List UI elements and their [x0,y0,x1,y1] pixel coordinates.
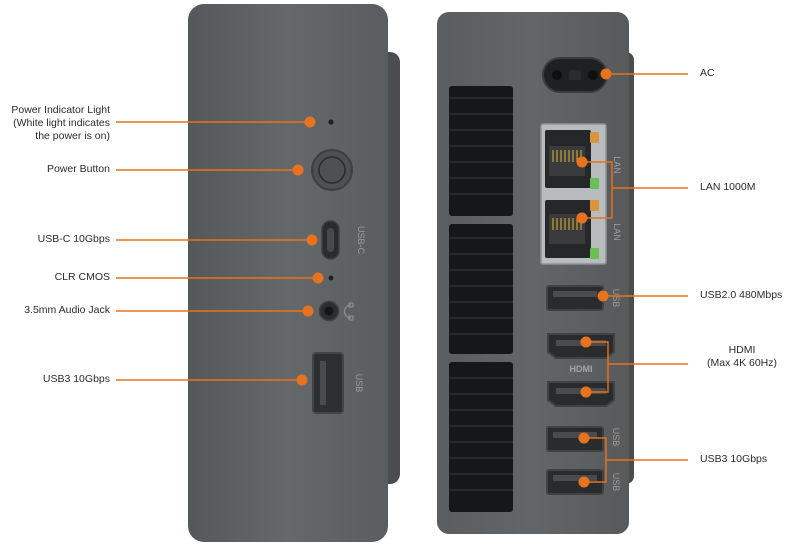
callout-dot-usb3-bottom [578,476,590,488]
front-usb-port [312,352,344,414]
label-usb2: USB2.0 480Mbps [700,289,783,301]
clr-cmos-hole [328,275,334,281]
lan-top-led-green [590,178,599,189]
label-power-led-line1: Power Indicator Light [11,104,110,116]
power-button-ring [318,156,346,184]
callout-dot-hdmi-top [580,336,592,348]
power-led [328,119,334,125]
callout-dot-hdmi-bottom [580,386,592,398]
vent-middle [449,224,513,354]
front-usb-tongue [320,361,326,405]
audio-jack-hole [324,306,334,316]
callout-dot-lan-bottom [576,212,588,224]
label-usb3-rear: USB3 10Gbps [700,453,768,465]
power-button[interactable] [311,149,353,191]
lan-top-marking: LAN [612,156,622,174]
usb3-top-marking: USB [611,428,621,447]
callout-dot-ac [600,68,612,80]
lan-block [540,123,607,265]
usbc-marking: USB-C [356,226,366,255]
callout-dot-clr-cmos [312,272,324,284]
callout-dot-usbc [306,234,318,246]
label-power-led: Power Indicator Light (White light indic… [11,104,110,143]
callout-dot-power-button [292,164,304,176]
front-chassis [188,4,388,542]
lan-top-led-amber [590,132,599,143]
usb2-marking: USB [611,289,621,308]
label-clr-cmos: CLR CMOS [54,271,110,283]
front-callouts [116,116,324,386]
label-audio-jack: 3.5mm Audio Jack [24,304,110,316]
lan-bottom-led-amber [590,200,599,211]
usb3-bottom-marking: USB [611,473,621,492]
usb3-port-top [546,426,604,452]
usb3-top-tongue [553,432,597,438]
hdmi-marking: HDMI [570,364,593,374]
usb2-tongue [553,291,597,297]
callout-dot-lan-top [576,156,588,168]
front-panel: USB-C USB [188,4,400,542]
callout-line-lan-bottom [582,188,613,219]
callout-dot-usb2 [597,290,609,302]
front-usb-marking: USB [354,374,364,393]
label-usbc: USB-C 10Gbps [37,233,110,245]
usbc-port-tongue [327,228,334,252]
vent-top [449,86,513,216]
label-power-led-line2: (White light indicates [13,117,110,129]
callout-dot-usb3-front [296,374,308,386]
label-hdmi-line2: (Max 4K 60Hz) [706,357,778,369]
label-ac: AC [700,67,715,79]
headphone-icon [343,302,354,321]
label-power-button: Power Button [46,163,110,175]
lan-bottom-led-green [590,248,599,259]
callout-line-hdmi-top [586,341,609,364]
label-hdmi: HDMI (Max 4K 60Hz) [694,344,790,370]
rear-callouts [576,68,688,488]
label-hdmi-line1: HDMI [728,344,756,356]
usb2-port [546,285,604,311]
callout-line-hdmi-bottom [586,364,609,393]
callout-dot-audio [302,305,314,317]
usb3-bottom-tongue [553,475,597,481]
callout-line-usb3-bottom [584,460,607,483]
callout-line-usb3-top [584,437,607,460]
rear-panel: LAN LAN USB HDMI USB USB [437,12,634,534]
ac-inlet [542,57,608,93]
callout-dot-usb3-top [578,432,590,444]
lan-bottom-marking: LAN [612,223,622,241]
label-lan: LAN 1000M [700,181,756,193]
vent-grille [449,86,513,512]
callout-line-lan-top [582,161,613,188]
label-usb3-front: USB3 10Gbps [42,373,110,385]
label-power-led-line3: the power is on) [35,130,110,142]
callout-dot-power-led [304,116,316,128]
